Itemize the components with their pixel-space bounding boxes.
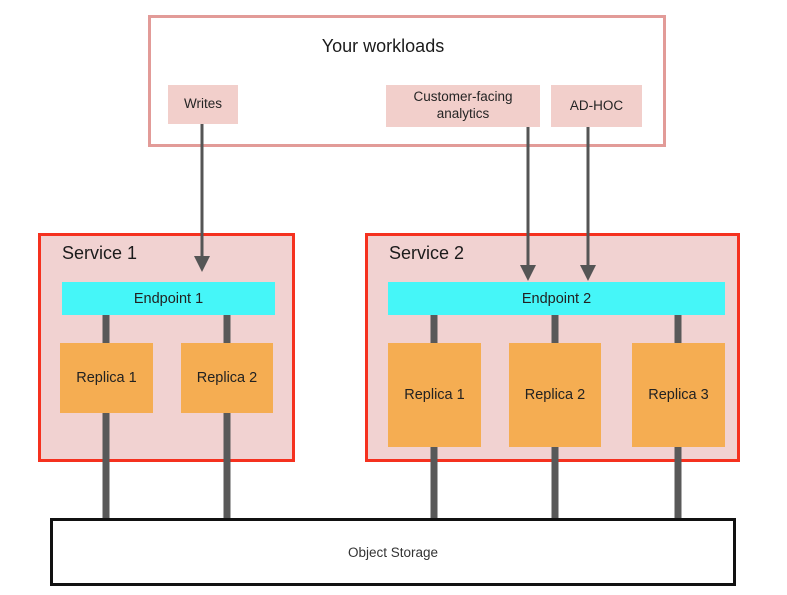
service-1-title: Service 1 [62, 243, 138, 263]
workload-customer-facing-analytics-label: Customer-facing analytics [413, 89, 513, 121]
endpoint-1-label: Endpoint 1 [133, 290, 204, 307]
service-1-endpoint-bar: Endpoint 1 [62, 282, 275, 315]
object-storage-box: Object Storage [50, 518, 736, 586]
workloads-title: Your workloads [321, 36, 445, 56]
service-2-replica-3-box: Replica 3 [632, 343, 725, 447]
workload-writes-label: Writes [183, 96, 222, 112]
service-1-replica-1-label: Replica 1 [76, 370, 137, 386]
service-2-endpoint-bar: Endpoint 2 [388, 282, 725, 315]
service-2-replica-2-label: Replica 2 [524, 387, 586, 403]
service-2-replica-3-label: Replica 3 [648, 387, 709, 403]
workload-adhoc-label: AD-HOC [569, 97, 624, 113]
service-2-replica-1-box: Replica 1 [388, 343, 481, 447]
workload-customer-facing-analytics-box: Customer-facing analytics [386, 85, 540, 127]
service-1-replica-2-box: Replica 2 [181, 343, 273, 413]
service-2-box: Service 2 Endpoint 2 Replica 1 Replica 2… [365, 233, 740, 462]
endpoint-2-label: Endpoint 2 [521, 290, 592, 307]
object-storage-label: Object Storage [347, 544, 439, 560]
your-workloads-panel: Your workloads Writes Customer-facing an… [148, 15, 666, 147]
service-1-box: Service 1 Endpoint 1 Replica 1 Replica 2 [38, 233, 295, 462]
service-1-replica-1-box: Replica 1 [60, 343, 153, 413]
service-2-replica-2-box: Replica 2 [509, 343, 601, 447]
service-2-replica-1-label: Replica 1 [404, 387, 465, 403]
service-2-title: Service 2 [389, 243, 465, 263]
service-1-replica-2-label: Replica 2 [196, 370, 258, 386]
workload-adhoc-box: AD-HOC [551, 85, 642, 127]
workload-writes-box: Writes [168, 85, 238, 124]
